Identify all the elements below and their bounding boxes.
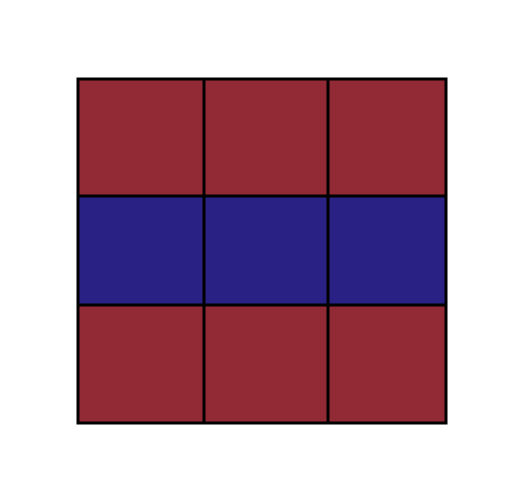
grid-cell-r2-c1-blue (76, 194, 206, 307)
grid-cell-r2-c3-blue (326, 194, 448, 307)
grid-cell-r3-c2-red (202, 303, 330, 425)
grid-cell-r3-c1-red (76, 303, 206, 425)
grid-cell-r1-c1-red (76, 77, 206, 198)
grid-cell-r3-c3-red (326, 303, 448, 425)
grid-cell-r1-c2-red (202, 77, 330, 198)
grid-cell-r2-c2-blue (202, 194, 330, 307)
grid-cell-r1-c3-red (326, 77, 448, 198)
